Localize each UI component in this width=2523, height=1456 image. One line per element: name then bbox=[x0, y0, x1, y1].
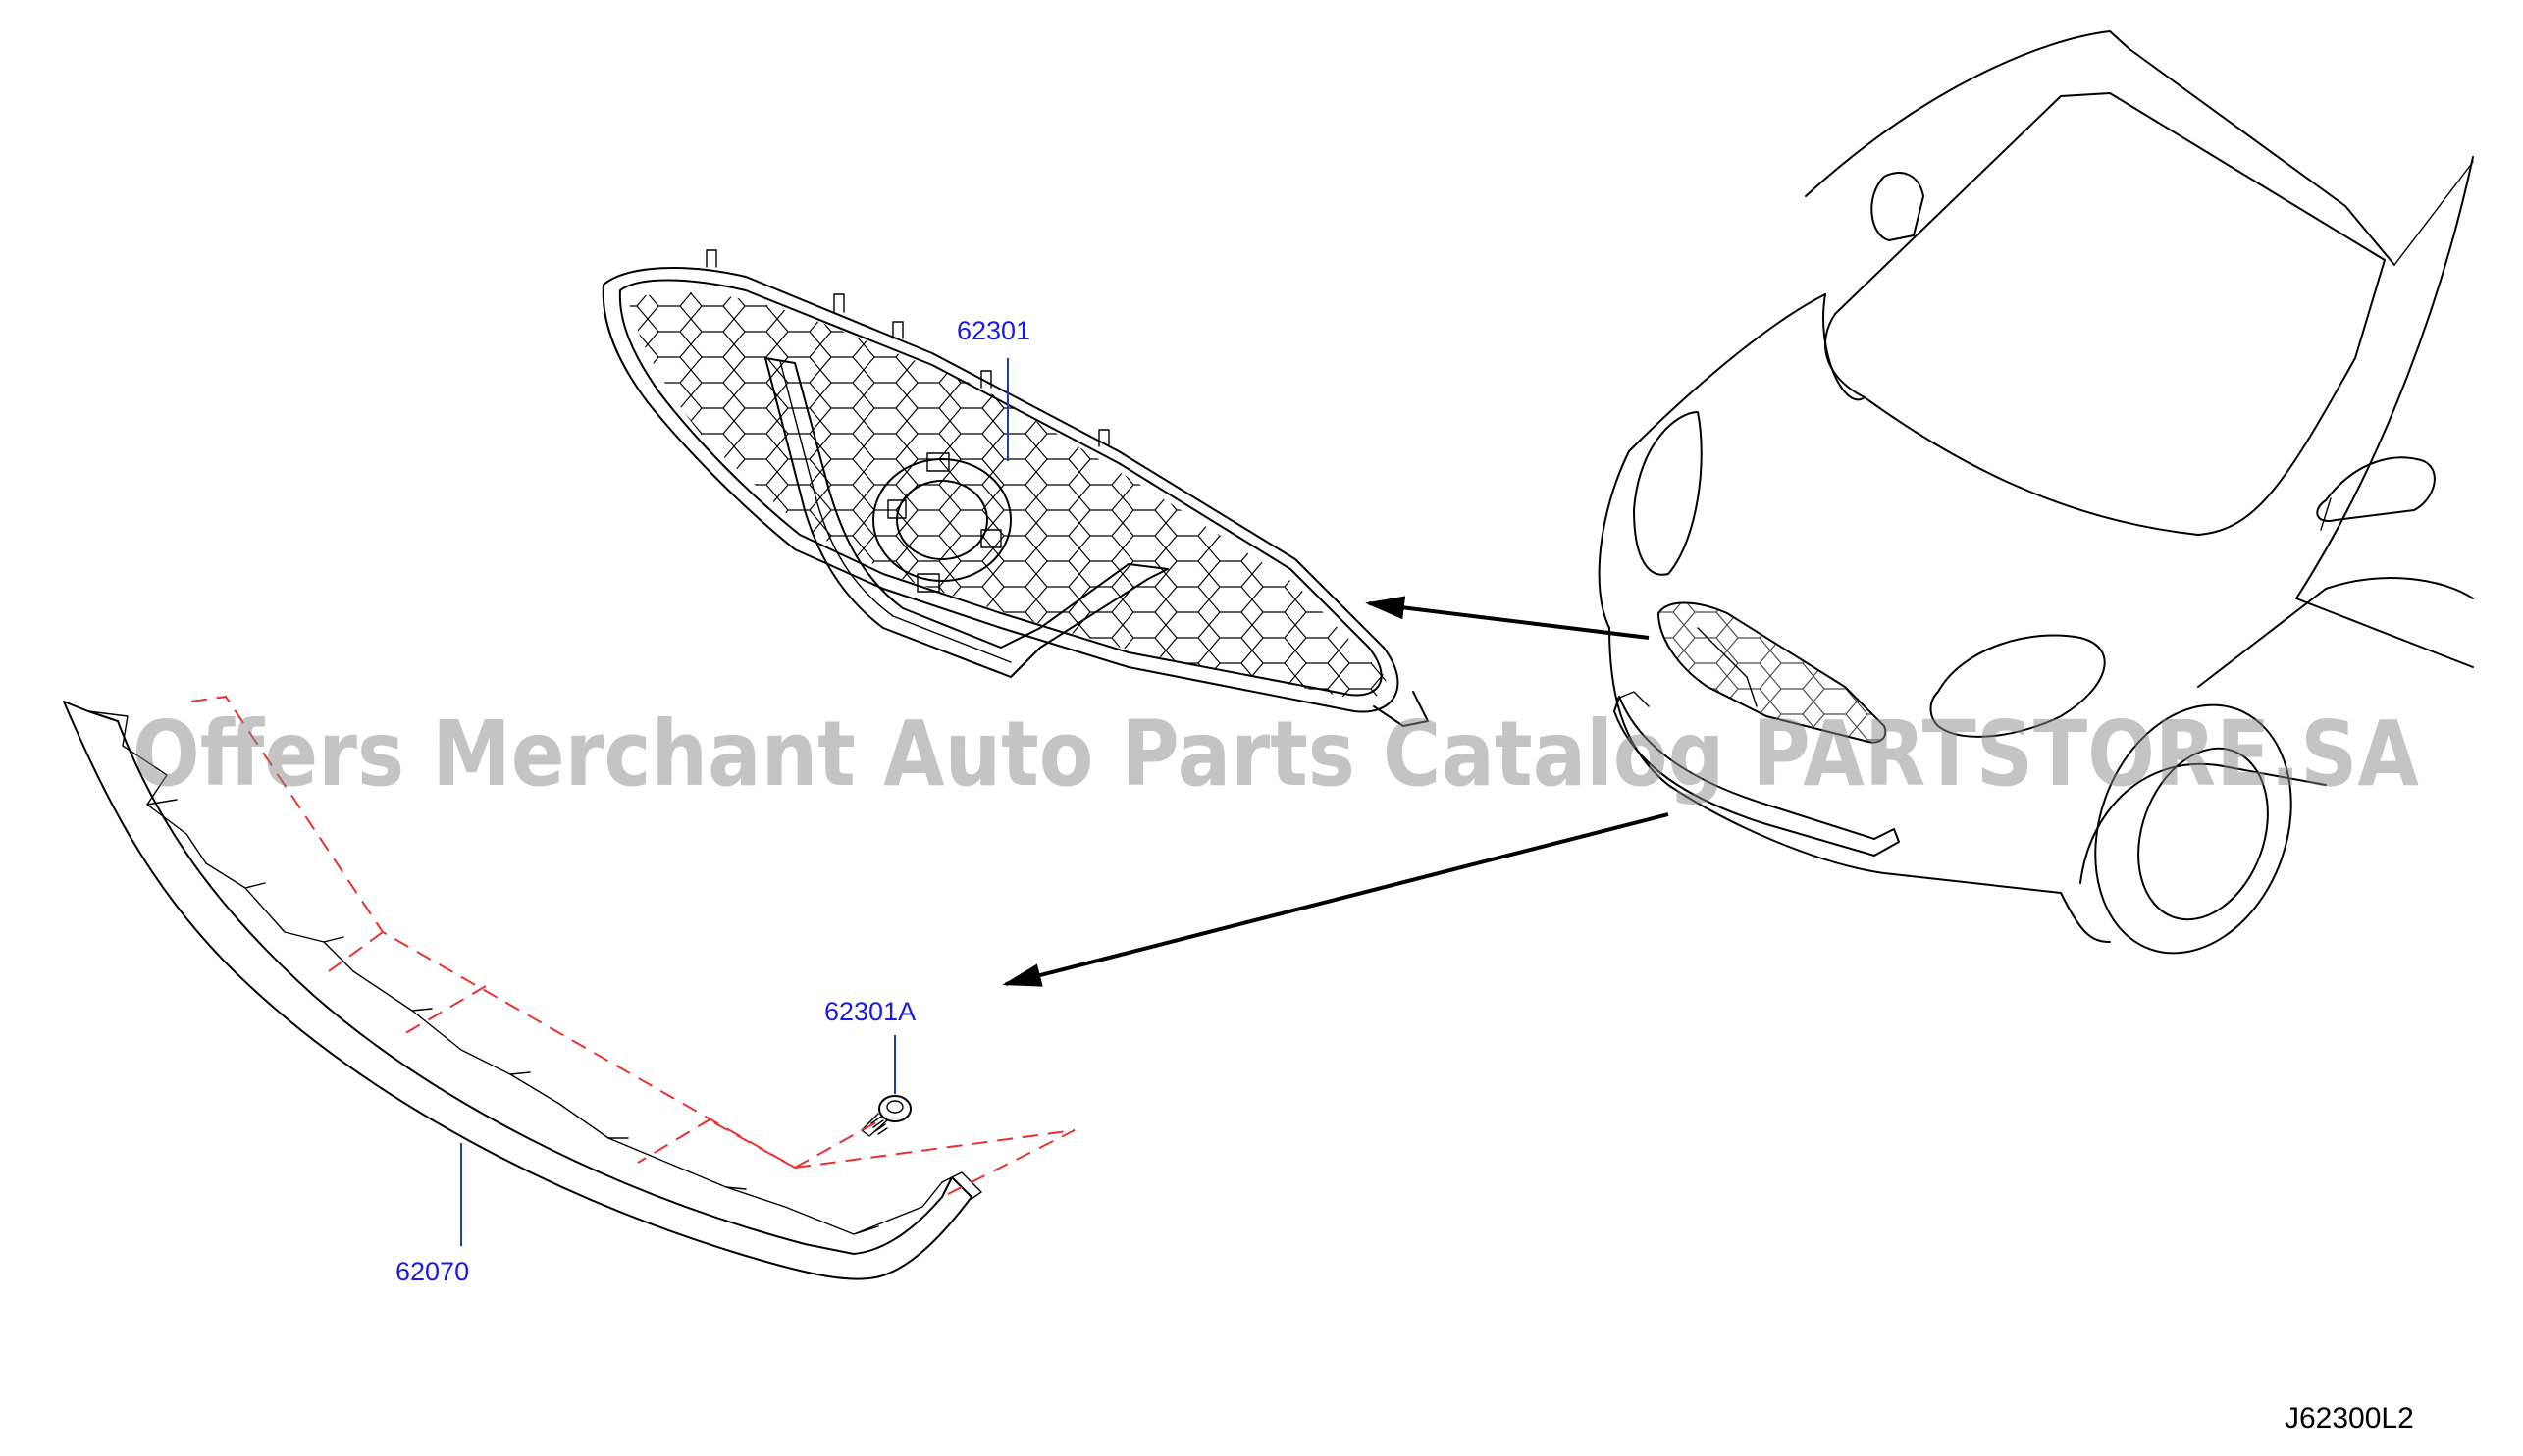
clip-part bbox=[861, 1095, 912, 1137]
emblem-mount bbox=[872, 452, 1012, 593]
part-callouts: 62301 62301A 62070 bbox=[395, 316, 1030, 1286]
car-illustration bbox=[1598, 30, 2474, 955]
figure-code: J62300L2 bbox=[2285, 1402, 2414, 1434]
direction-arrows bbox=[1002, 596, 1669, 987]
part-number-62070[interactable]: 62070 bbox=[395, 1257, 469, 1286]
lower-molding-part bbox=[63, 701, 982, 1280]
part-number-62301[interactable]: 62301 bbox=[957, 316, 1030, 345]
part-number-62301A[interactable]: 62301A bbox=[824, 997, 916, 1026]
assembly-guides bbox=[190, 695, 1076, 1198]
watermark-text: Offers Merchant Auto Parts Catalog PARTS… bbox=[132, 702, 2419, 806]
